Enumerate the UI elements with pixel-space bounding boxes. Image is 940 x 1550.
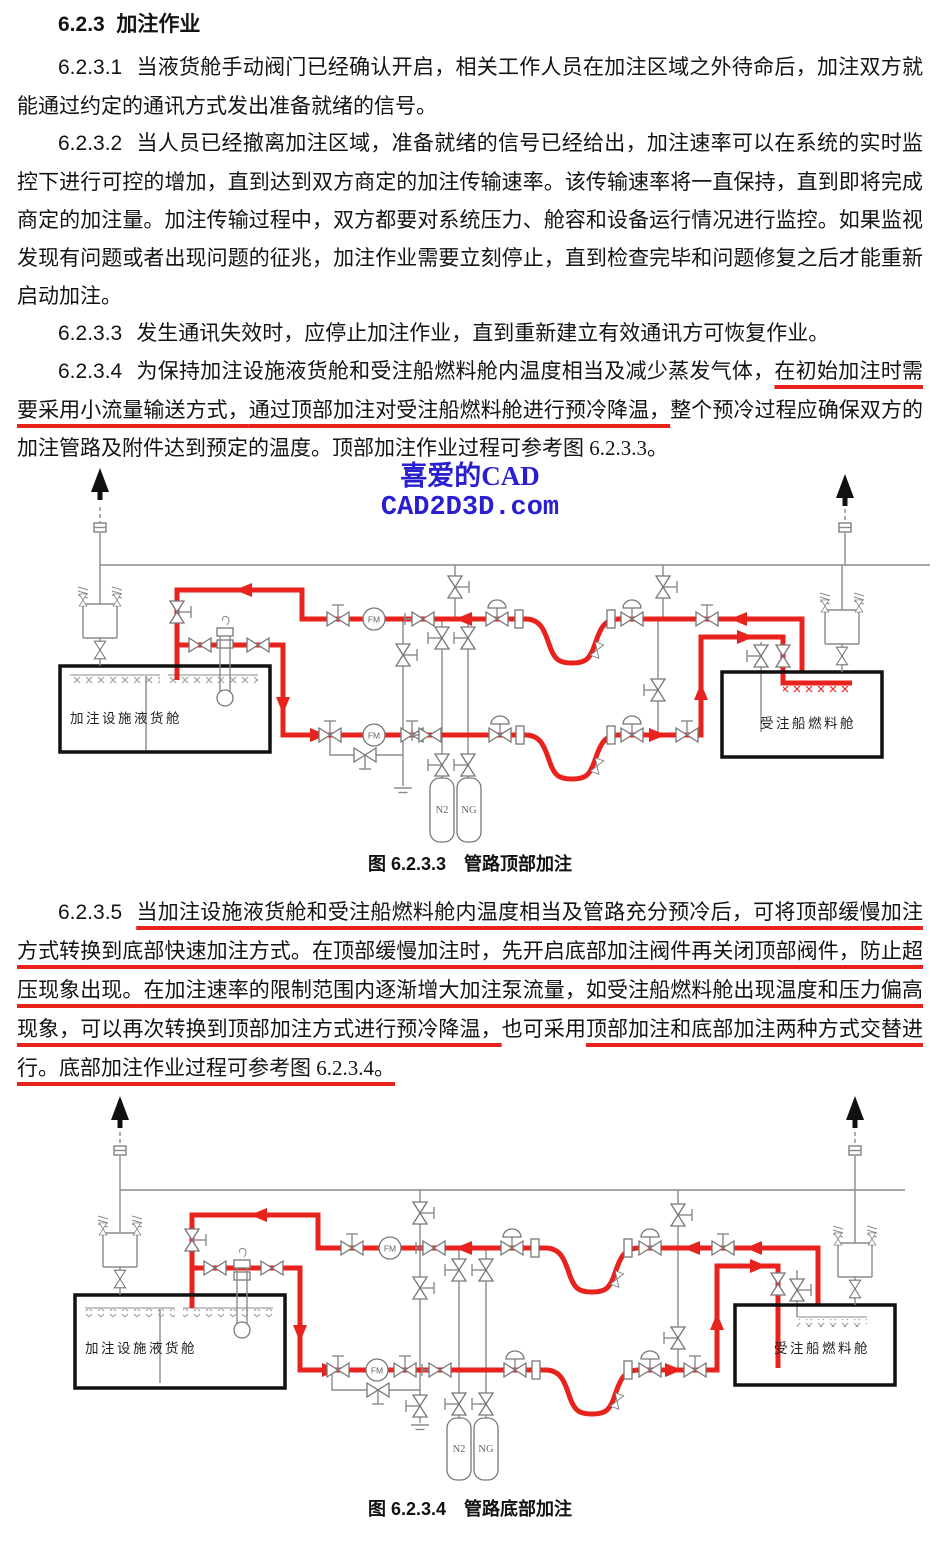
svg-text:FM: FM [368, 731, 380, 741]
ng-cylinder [473, 1417, 499, 1481]
red-underlined-text: 在初始加注时需要采用小流量输送方式， [17, 359, 924, 422]
paragraph-text: 当人员已经撤离加注区域，准备就绪的信号已经给出，加注速率可以在系统的实时监控下进… [17, 131, 923, 308]
paragraph-text: 整个预冷过程应确保双方的加注管路及附件达到预定的温度。顶部加注作业过程可参考图 … [17, 398, 924, 460]
paragraph-text: 发生通讯失效时，应停止加注作业，直到重新建立有效通讯方可恢复作业。 [136, 321, 830, 345]
svg-text:FM: FM [384, 1244, 396, 1254]
gray-pipe-network [85, 1132, 905, 1423]
right-tank-label: 受注船燃料舱 [774, 1340, 870, 1356]
top-fill-piping-diagram: 加注设施液货舱 受注船燃料舱 [58, 468, 930, 843]
paragraph-number: 6.2.3.3 [58, 322, 123, 345]
submerged-pump [216, 615, 234, 707]
red-underlined-text: 顶部加注和底部加注两种方式交替进行。底部加注作业过程可参考图 6.2.3.4。 [17, 1017, 924, 1080]
paragraph-6-2-3-3: 6.2.3.3 发生通讯失效时，应停止加注作业，直到重新建立有效通讯方可恢复作业。 [17, 314, 923, 353]
paragraph-text: 为保持加注设施液货舱和受注船燃料舱内温度相当及减少蒸发气体， [136, 359, 775, 383]
section-number: 6.2.3 [58, 13, 105, 36]
figure-caption-bottom: 图 6.2.3.4 管路底部加注 [367, 1499, 573, 1519]
valve-symbols [170, 576, 791, 794]
section-title: 加注作业 [116, 12, 201, 36]
purge-gas-cylinders: N2 NG [446, 1417, 499, 1481]
receiving-ship-tank [720, 670, 884, 759]
gray-pipe-network [70, 507, 930, 786]
flow-meter: FM FM [365, 1236, 402, 1382]
n2-cylinder [446, 1417, 472, 1481]
ng-label: NG [461, 805, 477, 816]
receiving-ship-tank [733, 1303, 897, 1387]
vent-masts [111, 1096, 864, 1156]
n2-cylinder [429, 777, 455, 843]
paragraph-6-2-3-4: 6.2.3.4 为保持加注设施液货舱和受注船燃料舱内温度相当及减少蒸发气体，在初始… [17, 352, 923, 467]
paragraph-text: 也可采用 [501, 1017, 586, 1041]
vent-arrow-icon [846, 1096, 864, 1128]
figure-caption-top: 图 6.2.3.3 管路顶部加注 [367, 854, 573, 874]
section-heading: 6.2.3 加注作业 [58, 8, 200, 38]
red-underlined-text: 通过顶部加注对受注船燃料舱进行预冷降温， [248, 398, 671, 422]
ng-cylinder [456, 777, 482, 843]
purge-gas-cylinders: N2 NG [429, 777, 482, 843]
submerged-pump [233, 1247, 251, 1339]
flow-meter: FM FM [362, 607, 386, 747]
paragraph-text: 当液货舱手动阀门已经确认开启，相关工作人员在加注区域之外待命后，加注双方就能通过… [17, 55, 923, 118]
svg-text:FM: FM [371, 1366, 383, 1376]
red-underlined-text: 当加注设施液货舱和受注船燃料舱内温度相当及管路充分预冷后，可将顶部缓慢加注方式转… [17, 900, 923, 963]
svg-text:FM: FM [368, 615, 380, 625]
vent-masts [91, 468, 854, 533]
paragraph-number: 6.2.3.2 [58, 132, 123, 155]
paragraph-number: 6.2.3.4 [58, 360, 123, 383]
n2-label: N2 [436, 805, 449, 816]
ng-label: NG [478, 1444, 494, 1455]
red-underlined-text: 在加注速率的限制范围内逐渐增大加注泵流量，如受注船燃料舱出现温度和压力偏高现象，… [17, 978, 924, 1041]
paragraph-number: 6.2.3.1 [58, 56, 123, 79]
left-tank-label: 加注设施液货舱 [85, 1340, 197, 1356]
n2-label: N2 [453, 1444, 466, 1455]
vent-arrow-icon [111, 1096, 129, 1128]
left-tank-label: 加注设施液货舱 [70, 710, 182, 726]
vent-arrow-icon [836, 474, 854, 506]
vent-arrow-icon [91, 468, 109, 500]
red-underlined-text: 在顶部缓慢加注时，先开启底部加注阀件再关闭顶部阀件，防止超压现象出现。 [17, 939, 923, 1002]
bunkering-facility-tank [58, 664, 272, 754]
bunkering-facility-tank [73, 1293, 287, 1390]
bottom-fill-piping-diagram: 加注设施液货舱 受注船燃料舱 [73, 1096, 905, 1481]
right-tank-label: 受注船燃料舱 [760, 715, 856, 731]
paragraph-number: 6.2.3.5 [58, 901, 123, 924]
